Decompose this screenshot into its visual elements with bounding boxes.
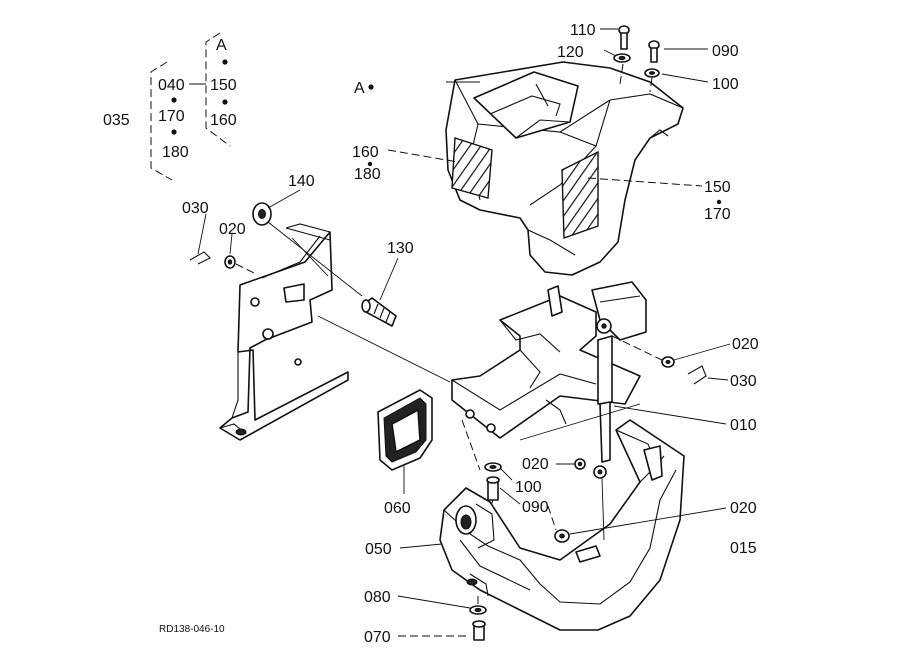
callout-070: 070 bbox=[364, 629, 391, 646]
bolt-130 bbox=[361, 297, 397, 327]
left-pin-washer bbox=[189, 251, 257, 275]
callout-a-marker: A bbox=[354, 80, 365, 97]
callout-150: 150 bbox=[704, 179, 731, 196]
legend-header: A bbox=[216, 37, 227, 54]
leader-lines bbox=[197, 28, 731, 637]
callout-160: 160 bbox=[352, 144, 379, 161]
callout-170: 170 bbox=[704, 206, 731, 223]
callout-100: 100 bbox=[515, 479, 542, 496]
callout-bullet bbox=[367, 161, 373, 167]
callout-120: 120 bbox=[557, 44, 584, 61]
lower-washers bbox=[547, 458, 586, 543]
callout-110: 110 bbox=[570, 22, 596, 39]
callout-090: 090 bbox=[712, 43, 739, 60]
hatched-panel-left bbox=[451, 137, 493, 199]
gas-strut-010 bbox=[593, 318, 613, 479]
legend-col1-item: 170 bbox=[158, 108, 185, 125]
legend-bullet bbox=[222, 59, 228, 65]
callout-050: 050 bbox=[365, 541, 392, 558]
a-marker-bullet bbox=[368, 84, 374, 90]
callout-030: 030 bbox=[730, 373, 757, 390]
legend-col2-item: 160 bbox=[210, 112, 237, 129]
right-pin-washer bbox=[611, 335, 707, 385]
drawing-code: RD138-046-10 bbox=[159, 624, 225, 635]
legend-col1-item: 040 bbox=[158, 77, 185, 94]
lower-cover-050 bbox=[439, 419, 685, 631]
callout-010: 010 bbox=[730, 417, 757, 434]
legend-bullet bbox=[171, 129, 177, 135]
left-bracket bbox=[219, 223, 349, 441]
callout-020: 020 bbox=[730, 500, 757, 517]
center-mount-bracket bbox=[451, 281, 647, 471]
legend-col2-item: 150 bbox=[210, 77, 237, 94]
legend-bullet bbox=[222, 99, 228, 105]
callout-020: 020 bbox=[732, 336, 759, 353]
callout-130: 130 bbox=[387, 240, 414, 257]
upper-cover bbox=[445, 61, 684, 276]
legend-col1-item: 180 bbox=[162, 144, 189, 161]
top-fasteners bbox=[613, 25, 660, 93]
callout-020: 020 bbox=[522, 456, 549, 473]
callout-090: 090 bbox=[522, 499, 549, 516]
bushing-140 bbox=[252, 202, 363, 297]
lower-fasteners bbox=[484, 462, 502, 521]
bottom-fasteners bbox=[469, 596, 487, 641]
legend-group-label: 035 bbox=[103, 112, 130, 129]
callout-030: 030 bbox=[182, 200, 209, 217]
callout-015: 015 bbox=[730, 540, 757, 557]
callout-100: 100 bbox=[712, 76, 739, 93]
callout-080: 080 bbox=[364, 589, 391, 606]
callout-labels: 110 120 090 100 A 160 180 150 170 140 03… bbox=[182, 22, 759, 646]
callout-140: 140 bbox=[288, 173, 315, 190]
callout-020: 020 bbox=[219, 221, 246, 238]
callout-180: 180 bbox=[354, 166, 381, 183]
legend-bullet bbox=[171, 97, 177, 103]
assembly-lines bbox=[291, 237, 641, 541]
callout-bullet bbox=[716, 199, 722, 205]
callout-060: 060 bbox=[384, 500, 411, 517]
pad-060 bbox=[377, 389, 433, 471]
set-legend: A 150 160 040 170 180 035 bbox=[103, 32, 237, 181]
hatched-panel-right bbox=[561, 150, 599, 239]
